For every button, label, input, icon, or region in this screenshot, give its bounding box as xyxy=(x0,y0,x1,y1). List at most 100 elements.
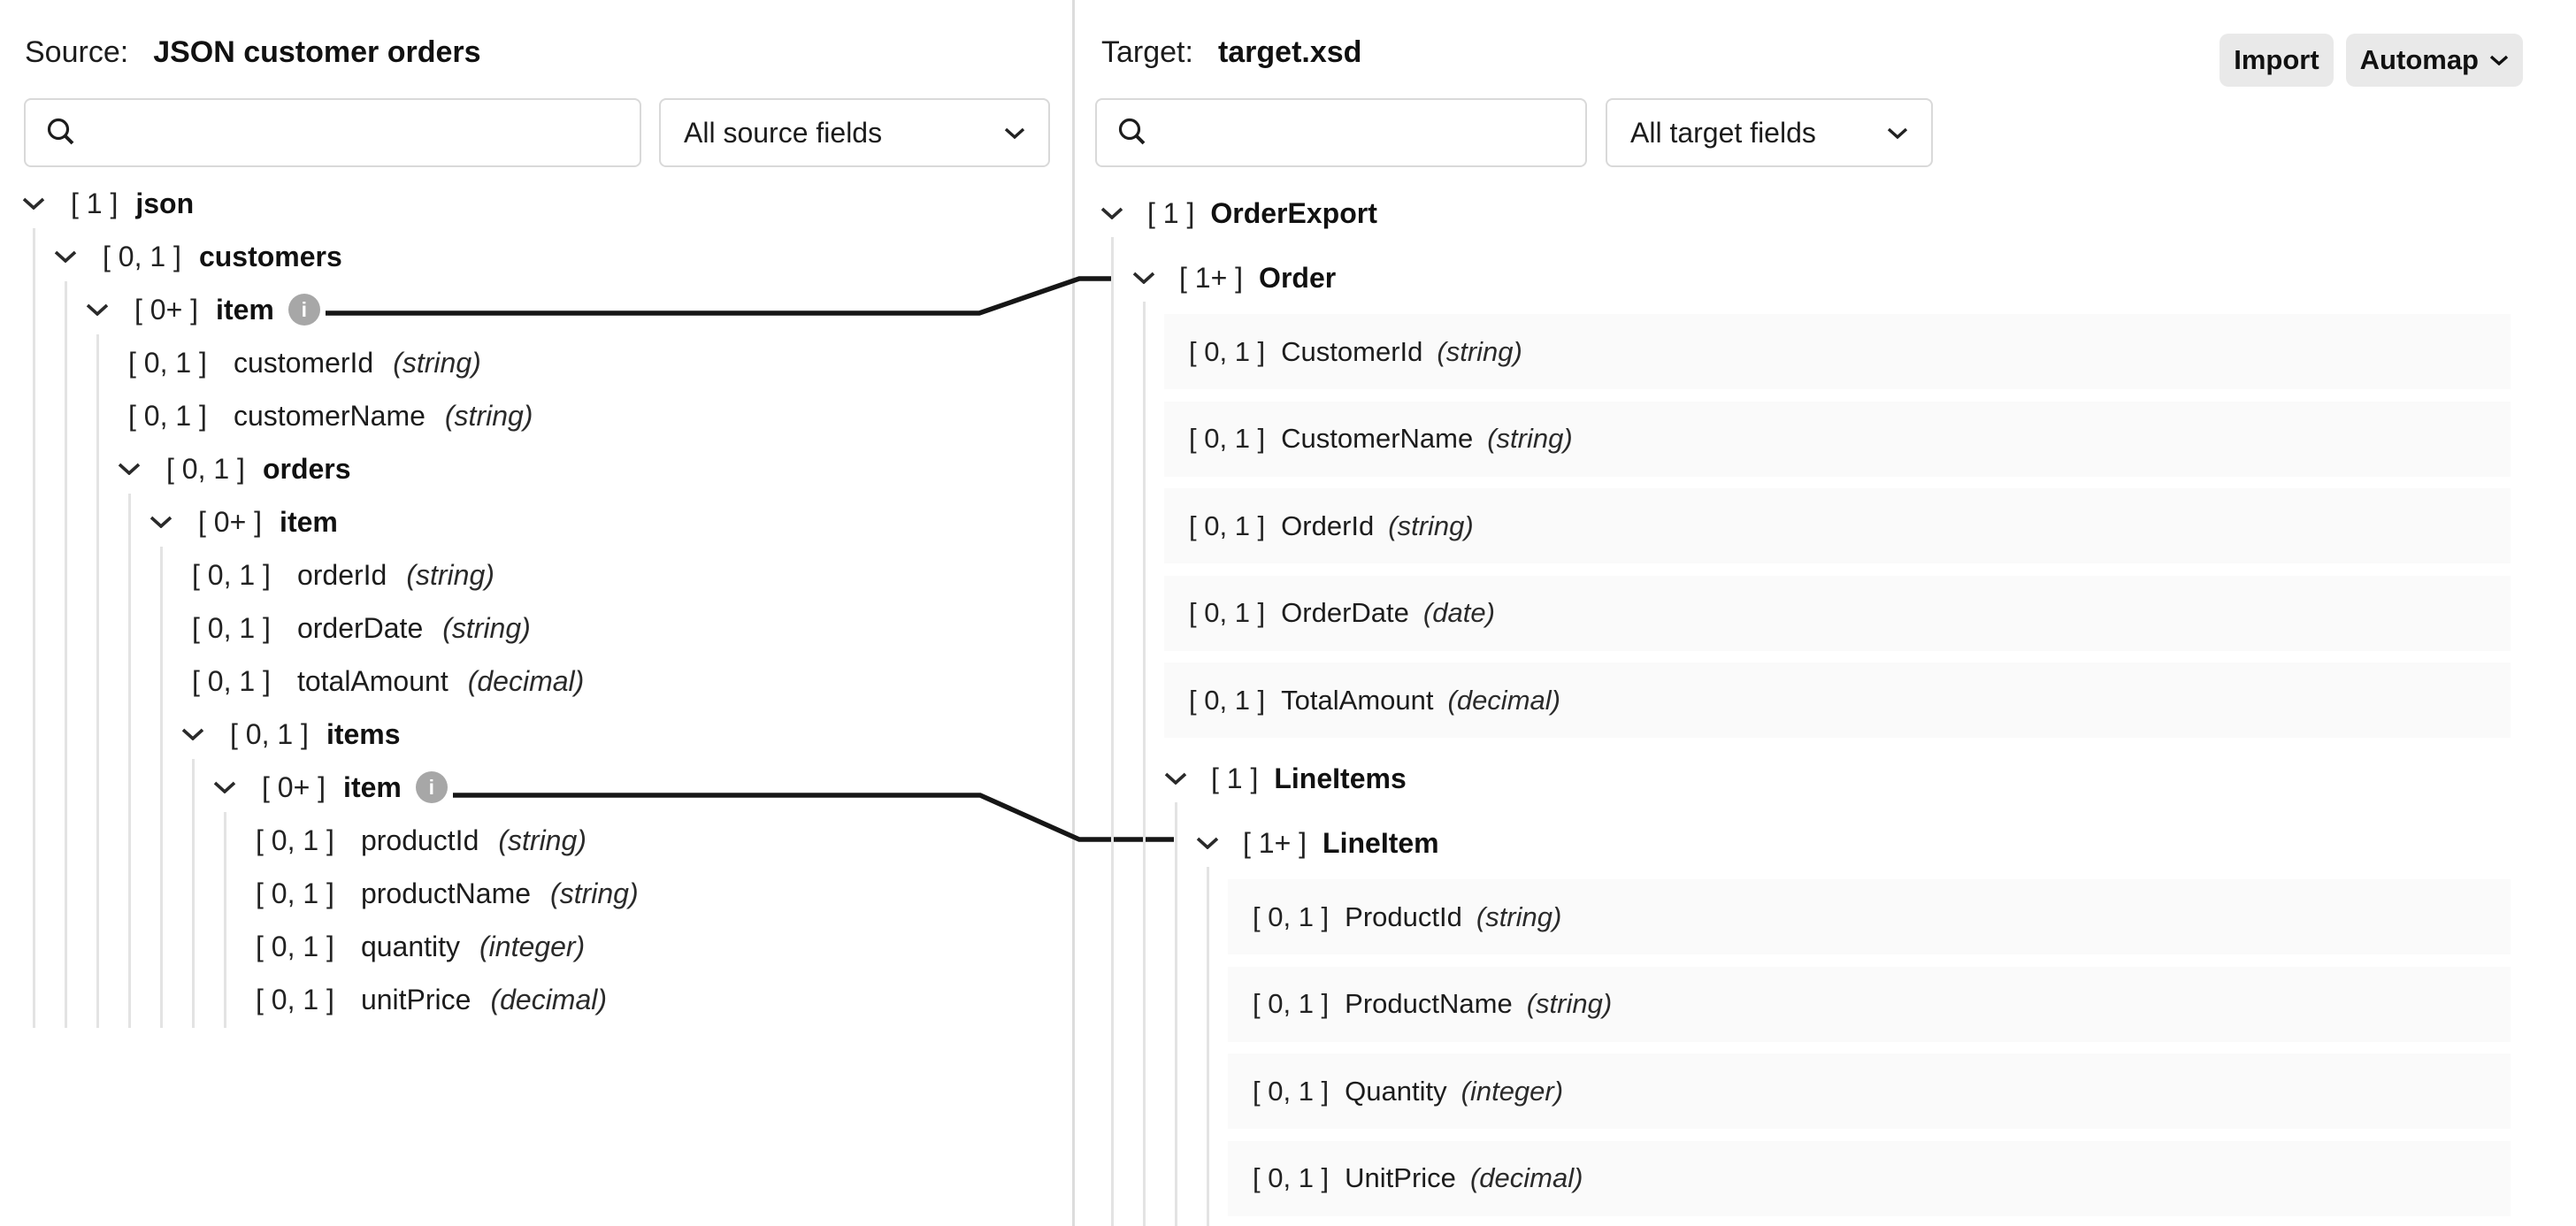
source-search[interactable] xyxy=(24,98,641,167)
tree-node-customers[interactable]: [ 0, 1 ]customers xyxy=(50,230,342,283)
tree-node-LineItem[interactable]: [ 1+ ]LineItem xyxy=(1192,816,1439,870)
tree-node-CustomerId[interactable]: [ 0, 1 ]CustomerId(string) xyxy=(1164,314,2511,389)
node-cardinality: [ 0, 1 ] xyxy=(1189,335,1266,367)
node-type: (string) xyxy=(1487,423,1573,454)
tree-node-unitPrice[interactable]: [ 0, 1 ]unitPrice(decimal) xyxy=(256,973,607,1026)
import-button-label: Import xyxy=(2234,44,2319,75)
node-type: (string) xyxy=(550,877,639,909)
tree-indent-guide xyxy=(1142,302,1146,1226)
info-icon[interactable]: i xyxy=(415,771,448,803)
chevron-down-icon[interactable] xyxy=(1160,772,1192,785)
source-search-input[interactable] xyxy=(86,100,640,165)
node-cardinality: [ 0, 1 ] xyxy=(128,346,207,379)
tree-node-items[interactable]: [ 0, 1 ]items xyxy=(177,708,401,761)
node-name: Order xyxy=(1259,261,1337,294)
node-name: orderDate xyxy=(296,611,424,644)
target-search-input[interactable] xyxy=(1157,100,1585,165)
tree-node-orders[interactable]: [ 0, 1 ]orders xyxy=(113,442,351,495)
chevron-down-icon[interactable] xyxy=(145,516,177,528)
automap-button-label: Automap xyxy=(2359,44,2479,75)
tree-indent-guide xyxy=(64,281,67,1028)
chevron-down-icon[interactable] xyxy=(18,197,50,210)
tree-indent-guide xyxy=(96,334,99,1028)
node-name: ProductName xyxy=(1345,988,1513,1019)
mapping-line-item-to-order[interactable] xyxy=(326,276,1112,316)
tree-node-TotalAmount[interactable]: [ 0, 1 ]TotalAmount(decimal) xyxy=(1164,663,2511,738)
node-name: LineItems xyxy=(1274,762,1407,794)
chevron-down-icon[interactable] xyxy=(81,303,113,316)
node-type: (string) xyxy=(1526,988,1613,1019)
tree-node-OrderExport[interactable]: [ 1 ]OrderExport xyxy=(1096,187,1377,240)
tree-node-LineItems[interactable]: [ 1 ] LineItems xyxy=(1160,752,1407,805)
node-name: CustomerName xyxy=(1281,423,1474,454)
node-cardinality: [ 0, 1 ] xyxy=(128,399,207,432)
node-cardinality: [ 1 ] xyxy=(71,187,119,219)
search-icon xyxy=(1116,117,1148,149)
node-name: OrderExport xyxy=(1210,196,1377,229)
chevron-down-icon[interactable] xyxy=(1096,207,1128,219)
target-filter-select[interactable]: All target fields xyxy=(1606,98,1933,167)
node-cardinality: [ 0, 1 ] xyxy=(256,824,334,856)
node-name: json xyxy=(135,187,195,219)
tree-node-json[interactable]: [ 1 ] json xyxy=(18,177,194,230)
node-name: productName xyxy=(360,877,532,909)
node-cardinality: [ 0, 1 ] xyxy=(103,240,181,272)
target-search[interactable] xyxy=(1095,98,1587,167)
source-label: Source: xyxy=(25,35,129,69)
node-cardinality: [ 1 ] xyxy=(1211,762,1259,794)
node-cardinality: [ 0+ ] xyxy=(262,770,326,803)
node-type: (string) xyxy=(393,346,481,379)
tree-node-productId[interactable]: [ 0, 1 ]productId(string) xyxy=(256,814,586,867)
import-button[interactable]: Import xyxy=(2220,34,2334,87)
tree-node-orderDate[interactable]: [ 0, 1 ]orderDate(string) xyxy=(192,602,531,655)
toolbar: Import Automap xyxy=(2220,34,2523,87)
target-header: Target: target.xsd xyxy=(1101,35,1361,70)
tree-node-customerName[interactable]: [ 0, 1 ]customerName(string) xyxy=(128,389,533,442)
panel-divider xyxy=(1072,0,1075,1226)
chevron-down-icon[interactable] xyxy=(50,250,81,263)
chevron-down-icon[interactable] xyxy=(1128,272,1160,284)
node-cardinality: [ 1+ ] xyxy=(1179,261,1244,294)
tree-node-CustomerName[interactable]: [ 0, 1 ]CustomerName(string) xyxy=(1164,401,2511,477)
tree-node-ProductId[interactable]: [ 0, 1 ]ProductId(string) xyxy=(1228,879,2511,954)
node-name: CustomerId xyxy=(1281,335,1423,367)
target-label: Target: xyxy=(1101,35,1193,69)
node-name: orderId xyxy=(296,558,387,591)
node-cardinality: [ 0, 1 ] xyxy=(192,664,271,697)
tree-node-Order[interactable]: [ 1+ ] Order xyxy=(1128,251,1336,304)
tree-node-quantity[interactable]: [ 0, 1 ]quantity(integer) xyxy=(256,920,585,973)
node-cardinality: [ 0, 1 ] xyxy=(1253,900,1330,932)
node-cardinality: [ 0, 1 ] xyxy=(1253,1162,1330,1193)
node-type: (string) xyxy=(1476,900,1562,932)
tree-node-Quantity[interactable]: [ 0, 1 ]Quantity(integer) xyxy=(1228,1054,2511,1129)
tree-node-totalAmount[interactable]: [ 0, 1 ]totalAmount(decimal) xyxy=(192,655,584,708)
source-header: Source: JSON customer orders xyxy=(25,35,481,70)
info-icon[interactable]: i xyxy=(288,294,320,326)
tree-node-item[interactable]: [ 0+ ]item xyxy=(145,495,338,548)
target-filter-label: All target fields xyxy=(1630,116,1816,149)
source-filter-select[interactable]: All source fields xyxy=(659,98,1050,167)
chevron-down-icon[interactable] xyxy=(113,463,145,475)
node-name: LineItem xyxy=(1322,826,1439,859)
node-name: totalAmount xyxy=(296,664,448,697)
chevron-down-icon[interactable] xyxy=(209,781,241,793)
node-name: unitPrice xyxy=(360,983,472,1015)
automap-button[interactable]: Automap xyxy=(2345,34,2523,87)
tree-indent-guide xyxy=(1206,867,1209,1226)
tree-node-ProductName[interactable]: [ 0, 1 ]ProductName(string) xyxy=(1228,966,2511,1042)
tree-node-UnitPrice[interactable]: [ 0, 1 ]UnitPrice(decimal) xyxy=(1228,1140,2511,1216)
source-title: JSON customer orders xyxy=(153,35,481,69)
tree-node-customerId[interactable]: [ 0, 1 ]customerId(string) xyxy=(128,336,481,389)
tree-node-productName[interactable]: [ 0, 1 ]productName(string) xyxy=(256,867,639,920)
tree-node-OrderId[interactable]: [ 0, 1 ]OrderId(string) xyxy=(1164,488,2511,563)
node-cardinality: [ 0, 1 ] xyxy=(1189,684,1266,716)
tree-node-orderId[interactable]: [ 0, 1 ]orderId(string) xyxy=(192,548,494,602)
node-name: item xyxy=(343,770,402,803)
chevron-down-icon[interactable] xyxy=(177,728,209,740)
chevron-down-icon[interactable] xyxy=(1192,837,1223,849)
tree-indent-guide xyxy=(223,812,226,1028)
tree-node-OrderDate[interactable]: [ 0, 1 ]OrderDate(date) xyxy=(1164,575,2511,651)
node-type: (decimal) xyxy=(490,983,608,1015)
